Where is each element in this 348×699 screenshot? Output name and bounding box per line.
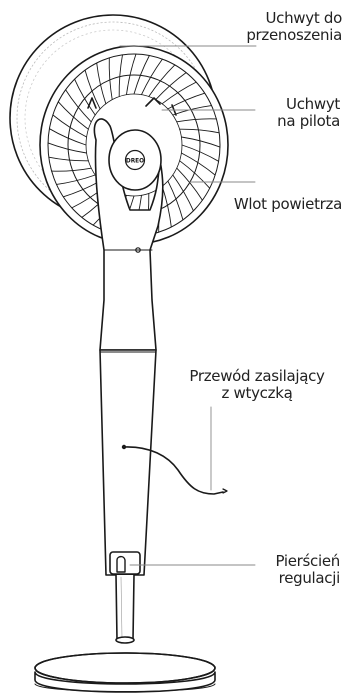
label-carry-handle-line2: przenoszenia <box>246 27 342 44</box>
fan-base <box>35 637 215 692</box>
upper-pole <box>100 350 156 575</box>
brand-logo: DREO <box>126 159 144 165</box>
label-remote-holder-line1: Uchwyt <box>277 96 340 113</box>
adjustment-ring <box>110 552 140 574</box>
label-adjust-ring-line1: Pierścień <box>275 553 340 570</box>
label-remote-holder: Uchwyt na pilota <box>277 96 340 130</box>
label-power-cord: Przewód zasilający z wtyczką <box>168 368 346 402</box>
label-carry-handle-line1: Uchwyt do <box>246 10 342 27</box>
lower-pole <box>116 575 134 640</box>
label-adjust-ring-line2: regulacji <box>275 570 340 587</box>
label-power-cord-line2: z wtyczką <box>168 385 346 402</box>
label-air-inlet-line1: Wlot powietrza <box>234 196 342 213</box>
fan-hub: DREO <box>109 130 161 190</box>
label-carry-handle: Uchwyt do przenoszenia <box>246 10 342 44</box>
label-adjust-ring: Pierścień regulacji <box>275 553 340 587</box>
label-remote-holder-line2: na pilota <box>277 113 340 130</box>
label-power-cord-line1: Przewód zasilający <box>168 368 346 385</box>
label-air-inlet: Wlot powietrza <box>234 196 342 213</box>
